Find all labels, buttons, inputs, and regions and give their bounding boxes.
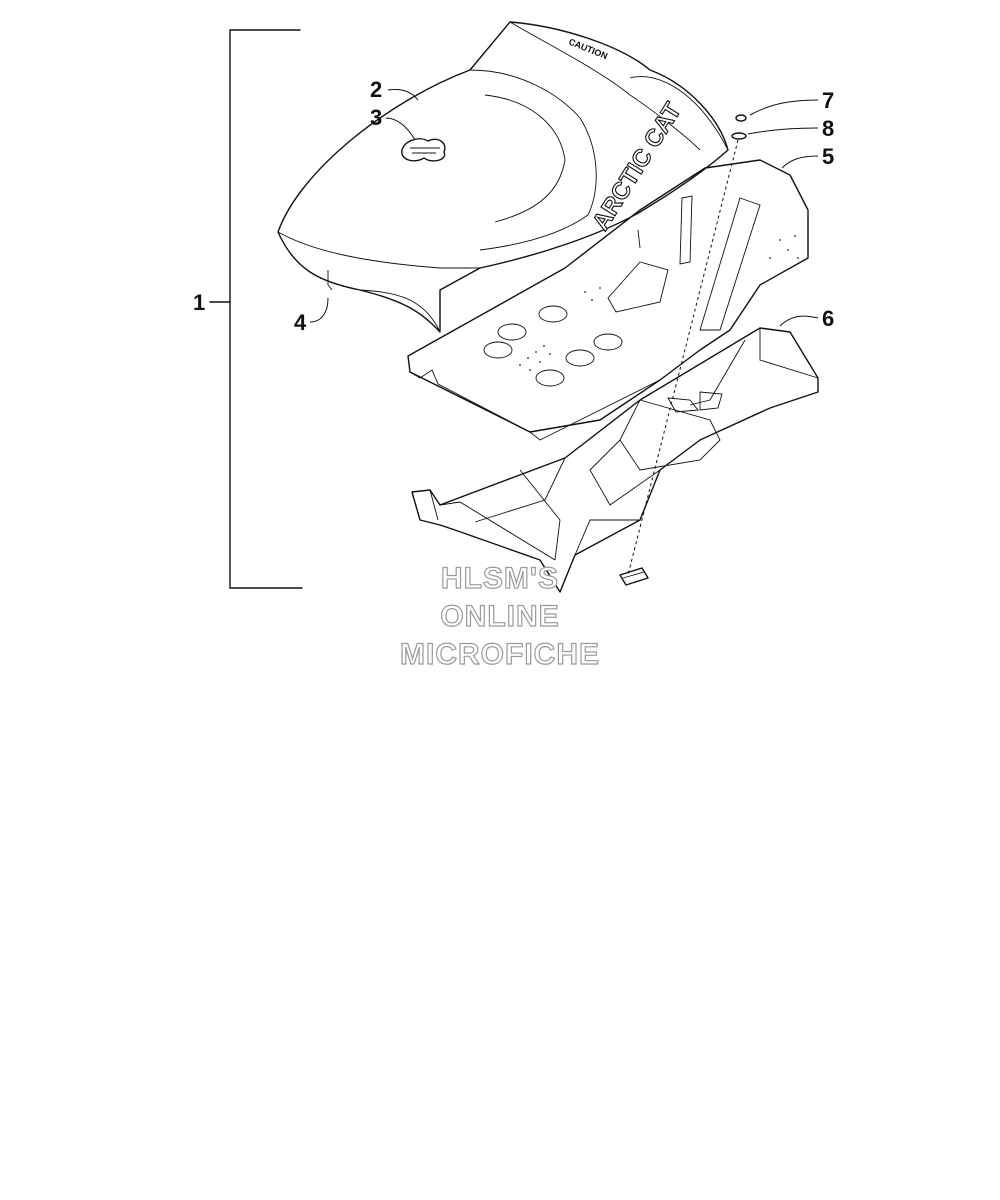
seat-brand-text: ARCTIC CAT <box>587 98 687 235</box>
callout-5: 5 <box>822 144 834 169</box>
watermark-line-1: HLSM'S <box>441 562 559 595</box>
emblem-part <box>401 138 446 162</box>
seat-cover-part: ARCTIC CAT CAUTION <box>277 21 729 333</box>
watermark-line-3: MICROFICHE <box>400 638 600 671</box>
callout-7: 7 <box>822 88 834 113</box>
seat-pan-part <box>407 159 809 441</box>
leader-lines <box>309 89 819 327</box>
texture-dots <box>519 235 799 371</box>
watermark-line-2: ONLINE <box>440 600 559 633</box>
callout-3: 3 <box>370 105 382 130</box>
callout-4: 4 <box>294 310 307 335</box>
callout-labels: 1 2 3 4 5 6 7 8 <box>193 77 834 335</box>
callout-6: 6 <box>822 306 834 331</box>
callout-8: 8 <box>822 116 834 141</box>
fastener-parts <box>619 114 747 586</box>
callout-1: 1 <box>193 290 205 315</box>
watermark: HLSM'S ONLINE MICROFICHE <box>399 561 600 671</box>
clip-part <box>327 270 333 291</box>
seat-base-part <box>411 327 819 593</box>
assembly-bracket <box>209 29 303 589</box>
callout-2: 2 <box>370 77 382 102</box>
